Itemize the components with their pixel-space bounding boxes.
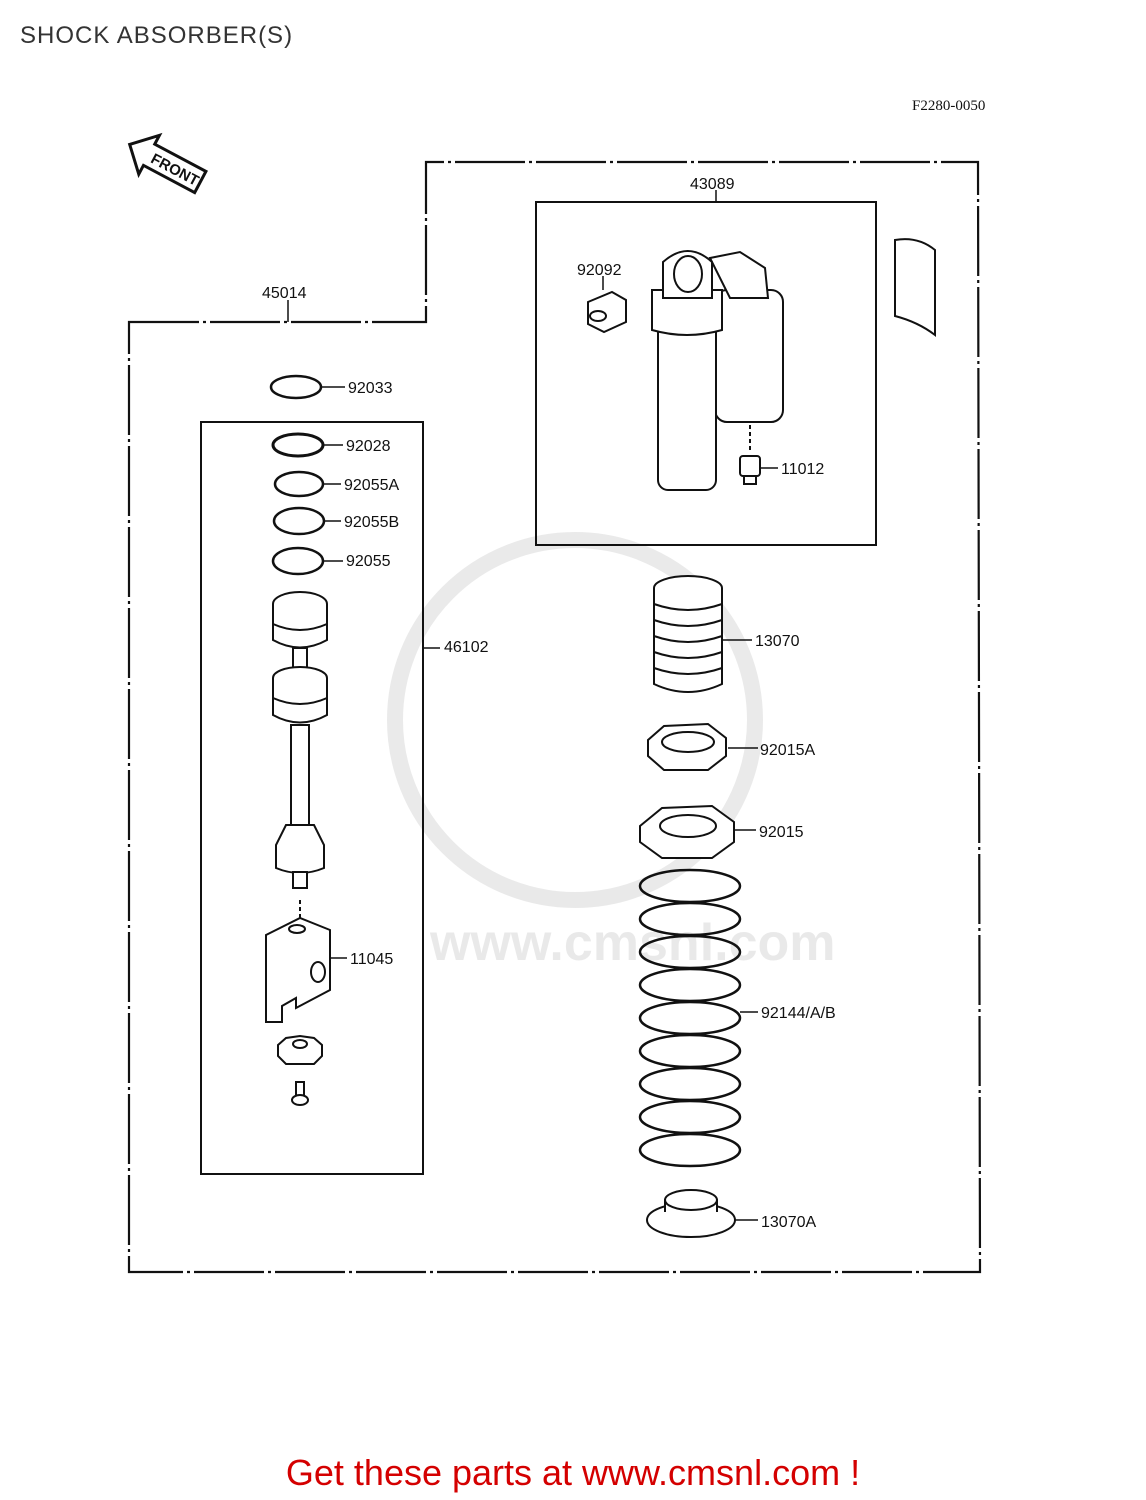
adjust-nut-92015 bbox=[639, 804, 756, 859]
callout-92092: 92092 bbox=[577, 262, 622, 279]
svg-text:www.cmsnl.com: www.cmsnl.com bbox=[429, 914, 836, 972]
o-ring-92055B: 92055B bbox=[272, 506, 399, 536]
callout-11045: 11045 bbox=[350, 951, 393, 968]
side-decal bbox=[894, 238, 936, 338]
assembly-46102-border bbox=[200, 421, 424, 1175]
adjuster-knob bbox=[277, 1034, 323, 1065]
callout-92015: 92015 bbox=[759, 824, 804, 841]
o-ring-92055: 92055 bbox=[271, 546, 391, 576]
o-ring-92055A: 92055A bbox=[273, 470, 399, 498]
callout-92144: 92144/A/B bbox=[761, 1005, 836, 1022]
callout-43089: 43089 bbox=[690, 176, 735, 193]
callout-13070A: 13070A bbox=[761, 1214, 816, 1231]
exploded-parts-diagram: www.cmsnl.com FRONT 45014 43089 46102 92… bbox=[127, 132, 982, 1274]
callout-92028: 92028 bbox=[346, 438, 391, 455]
assembly-43089-border bbox=[535, 201, 877, 546]
callout-92055B: 92055B bbox=[344, 514, 399, 531]
page-title: SHOCK ABSORBER(S) bbox=[20, 22, 294, 49]
bump-rubber-13070 bbox=[653, 575, 752, 693]
promo-link[interactable]: Get these parts at www.cmsnl.com ! bbox=[285, 1452, 861, 1493]
callout-13070: 13070 bbox=[755, 633, 800, 650]
callout-11012: 11012 bbox=[781, 461, 824, 478]
callout-92015A: 92015A bbox=[760, 742, 815, 759]
screw bbox=[291, 1081, 309, 1106]
ring-92028: 92028 bbox=[271, 432, 391, 458]
figure-code: F2280-0050 bbox=[912, 98, 986, 114]
spring-seat-13070A bbox=[646, 1189, 758, 1238]
locknut-92015A bbox=[647, 722, 758, 771]
callout-45014: 45014 bbox=[262, 285, 307, 302]
assembly-45014-border bbox=[127, 160, 982, 1274]
callout-46102: 46102 bbox=[444, 639, 489, 656]
callout-92033: 92033 bbox=[348, 380, 393, 397]
callout-92055A: 92055A bbox=[344, 477, 399, 494]
spring-92144 bbox=[638, 868, 758, 1168]
bushing-92092 bbox=[587, 290, 627, 334]
shock-body bbox=[651, 250, 784, 491]
valve-11012 bbox=[739, 425, 778, 485]
watermark-logo: www.cmsnl.com bbox=[387, 532, 836, 972]
clevis-11045 bbox=[265, 900, 347, 1023]
front-arrow-icon: FRONT bbox=[127, 132, 208, 195]
callout-92055: 92055 bbox=[346, 553, 391, 570]
snap-ring-92033: 92033 bbox=[269, 374, 393, 400]
piston-rod-assembly bbox=[272, 591, 328, 889]
